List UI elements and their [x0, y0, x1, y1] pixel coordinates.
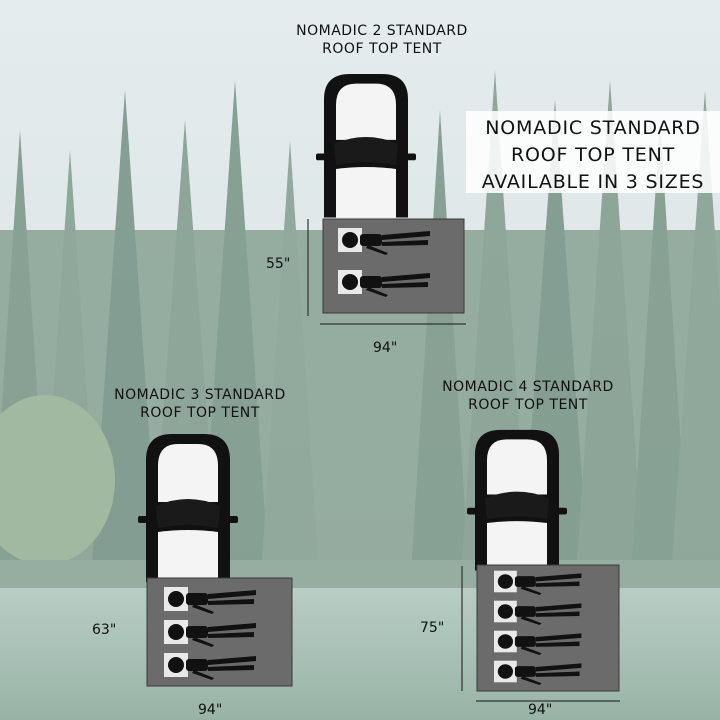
- tent-length-label: 55": [266, 256, 291, 272]
- callout-line-3: AVAILABLE IN 3 SIZES: [481, 171, 705, 193]
- tent-diagram-nomadic-3: [138, 434, 293, 687]
- tent-title-line-2: ROOF TOP TENT: [322, 41, 442, 58]
- truck-topview-icon: [316, 73, 416, 218]
- callout-line-1: NOMADIC STANDARD: [485, 117, 701, 139]
- tent-title-line-1: NOMADIC 4 STANDARD: [442, 379, 614, 395]
- tent-width-label: 94": [528, 702, 553, 718]
- tent-title-line-2: ROOF TOP TENT: [140, 405, 260, 422]
- truck-topview-icon: [138, 434, 238, 582]
- size-callout-box: NOMADIC STANDARD ROOF TOP TENT AVAILABLE…: [466, 111, 720, 193]
- tent-length-label: 63": [92, 622, 117, 638]
- tent-width-label: 94": [198, 702, 223, 718]
- tent-title-nomadic-2: NOMADIC 2 STANDARD ROOF TOP TENT: [290, 22, 474, 58]
- tent-diagram-nomadic-4: [461, 429, 620, 702]
- tent-title-nomadic-4: NOMADIC 4 STANDARD ROOF TOP TENT: [436, 378, 620, 414]
- tent-title-line-2: ROOF TOP TENT: [468, 397, 588, 414]
- callout-line-2: ROOF TOP TENT: [511, 144, 675, 166]
- tent-width-label: 94": [373, 340, 398, 356]
- truck-topview-icon: [467, 429, 567, 571]
- tent-title-line-1: NOMADIC 2 STANDARD: [296, 23, 468, 39]
- tent-title-line-1: NOMADIC 3 STANDARD: [114, 387, 286, 403]
- tent-diagram-nomadic-2: [307, 73, 466, 325]
- tent-title-nomadic-3: NOMADIC 3 STANDARD ROOF TOP TENT: [108, 386, 292, 422]
- tent-length-label: 75": [420, 620, 445, 636]
